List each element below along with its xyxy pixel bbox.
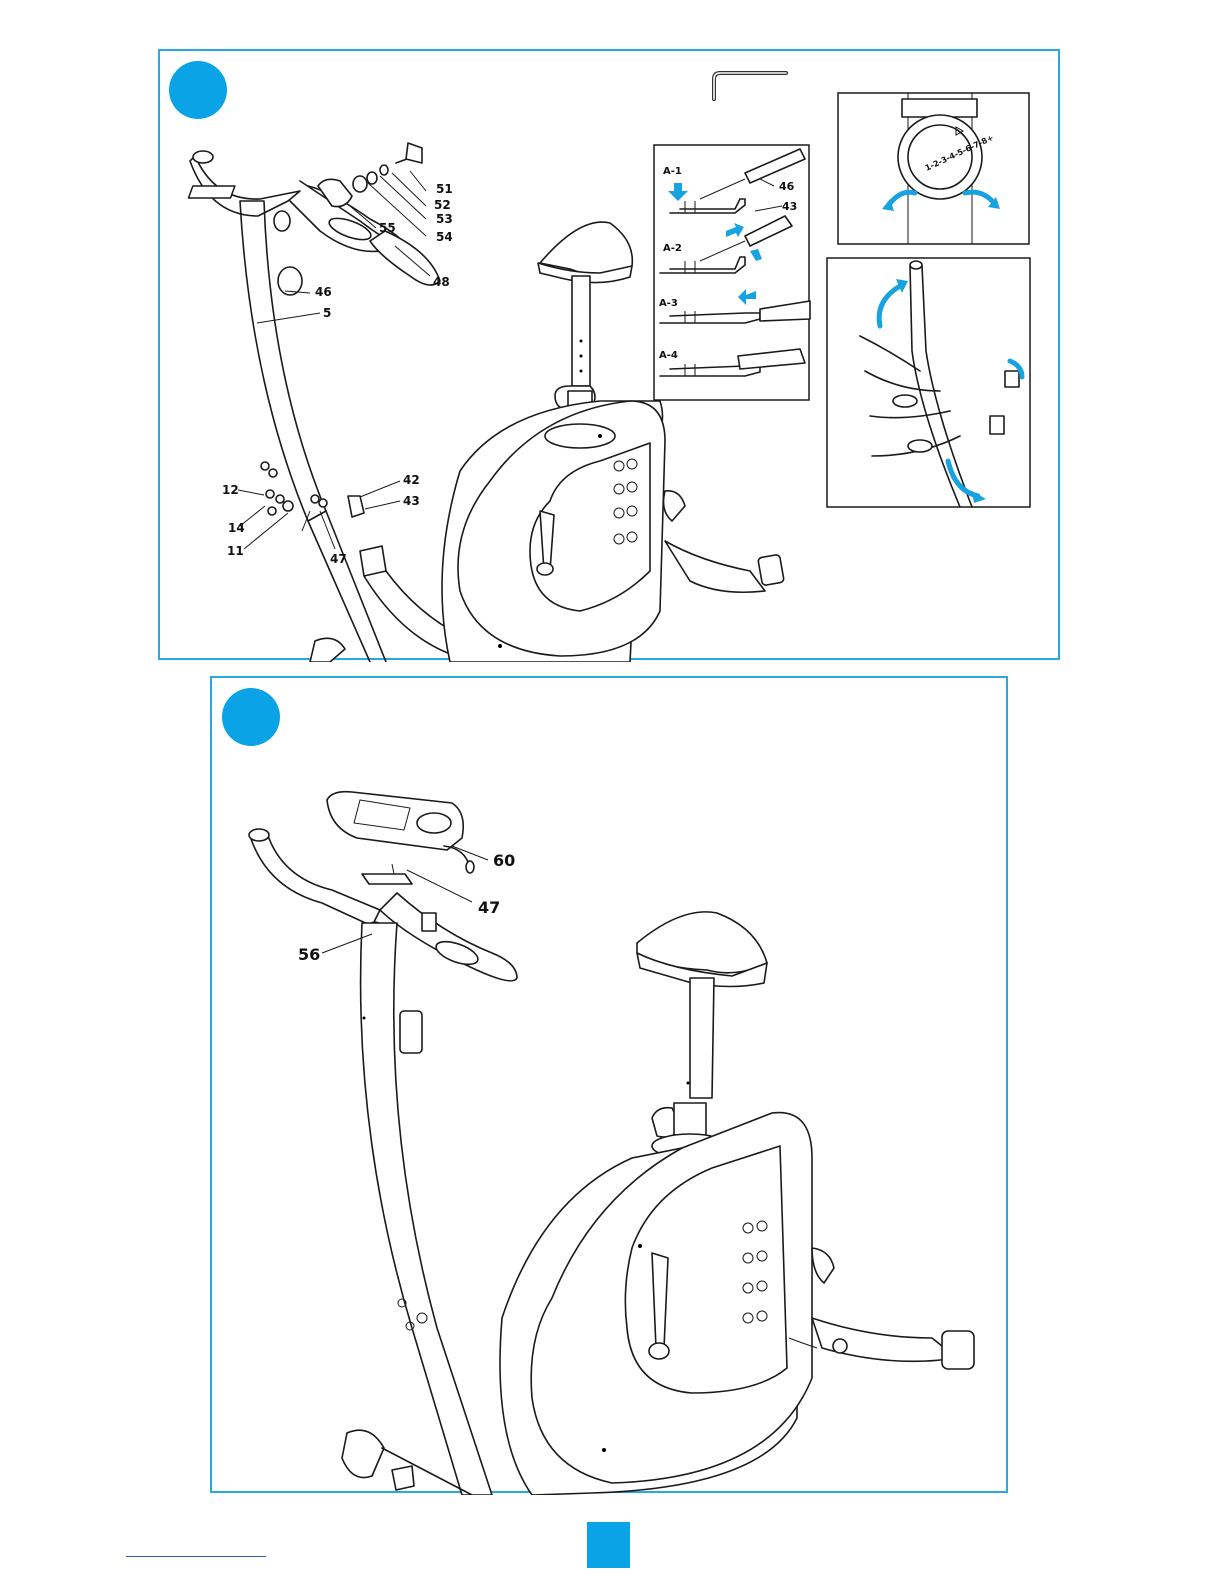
knob-assembly <box>274 143 422 231</box>
handlebar-post <box>361 923 492 1495</box>
rear-stabilizer <box>812 1248 974 1369</box>
callout-53: 53 <box>436 212 453 226</box>
callout-43: 43 <box>403 494 420 508</box>
callout-52: 52 <box>434 198 451 212</box>
detail-a-callout-46: 46 <box>779 180 795 193</box>
footer-link-underline <box>126 1556 266 1557</box>
callout-46: 46 <box>315 285 332 299</box>
callout-5: 5 <box>323 306 331 320</box>
callout-56: 56 <box>298 945 320 964</box>
callout-60: 60 <box>493 851 515 870</box>
callout-12: 12 <box>222 483 239 497</box>
step-1-illustration: 51 52 53 54 55 48 46 5 12 14 11 47 42 43… <box>160 51 1062 662</box>
callout-51: 51 <box>436 182 453 196</box>
callout-47: 47 <box>478 898 500 917</box>
callout-42: 42 <box>403 473 420 487</box>
step-2-indicator <box>222 688 280 746</box>
flywheel-housing <box>442 401 784 662</box>
callout-55: 55 <box>379 221 396 235</box>
allen-key-icon <box>714 73 786 99</box>
step-1-indicator <box>169 61 227 119</box>
seat <box>538 222 632 421</box>
callout-11: 11 <box>227 544 244 558</box>
lower-bolts <box>261 462 364 531</box>
callout-54: 54 <box>436 230 453 244</box>
detail-a-step-4: A-4 <box>659 350 678 361</box>
detail-a-step-1: A-1 <box>663 166 682 177</box>
step-1-panel: 51 52 53 54 55 48 46 5 12 14 11 47 42 43… <box>158 49 1060 660</box>
detail-a-callout-43: 43 <box>782 200 797 213</box>
handlebar-post <box>240 201 386 662</box>
handlebar <box>188 151 440 285</box>
step-2-illustration: 60 47 56 <box>212 678 1010 1495</box>
flywheel-housing <box>500 1113 817 1495</box>
detail-a-step-2: A-2 <box>663 243 682 254</box>
callout-14: 14 <box>228 521 245 535</box>
seat <box>637 912 767 1158</box>
callout-48: 48 <box>433 275 450 289</box>
console <box>327 792 474 873</box>
callout-47: 47 <box>330 552 347 566</box>
detail-a-step-3: A-3 <box>659 298 678 309</box>
detail-c-box <box>827 258 1030 507</box>
step-2-panel: 60 47 56 <box>210 676 1008 1493</box>
page-number-marker <box>587 1522 630 1568</box>
